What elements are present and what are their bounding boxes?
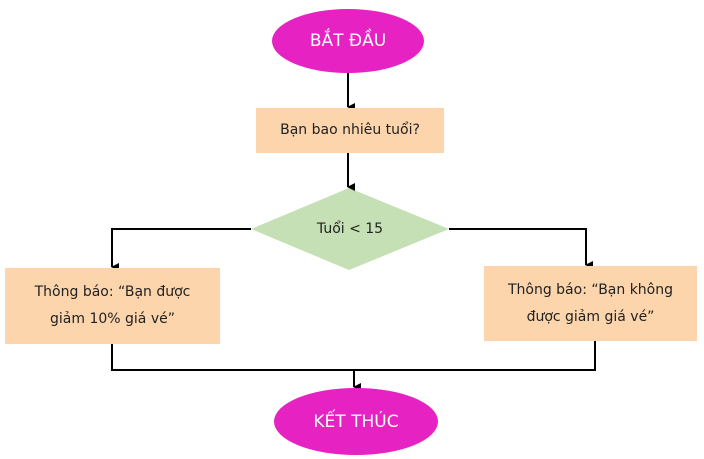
- start-terminal: BẮT ĐẦU: [272, 9, 424, 73]
- arrow-decision-no: [449, 228, 593, 269]
- end-terminal: KẾT THÚC: [274, 388, 438, 455]
- decision-label: Tuổi < 15: [316, 221, 384, 237]
- input-process: Bạn bao nhiêu tuổi?: [256, 108, 444, 153]
- decision: Tuổi < 15: [251, 188, 449, 270]
- no-message-label: Thông báo: “Bạn không được giảm giá vé”: [507, 281, 674, 325]
- arrow-decision-yes: [111, 228, 251, 271]
- merge-line: [111, 341, 596, 371]
- no-message-box: Thông báo: “Bạn không được giảm giá vé”: [484, 266, 697, 341]
- start-label: BẮT ĐẦU: [309, 31, 387, 51]
- yes-message-label: Thông báo: “Bạn được giảm 10% giá vé”: [34, 284, 191, 327]
- end-label: KẾT THÚC: [313, 411, 399, 432]
- input-label: Bạn bao nhiêu tuổi?: [280, 122, 420, 138]
- yes-message-box: Thông báo: “Bạn được giảm 10% giá vé”: [5, 268, 220, 344]
- decision-diamond: [251, 188, 449, 270]
